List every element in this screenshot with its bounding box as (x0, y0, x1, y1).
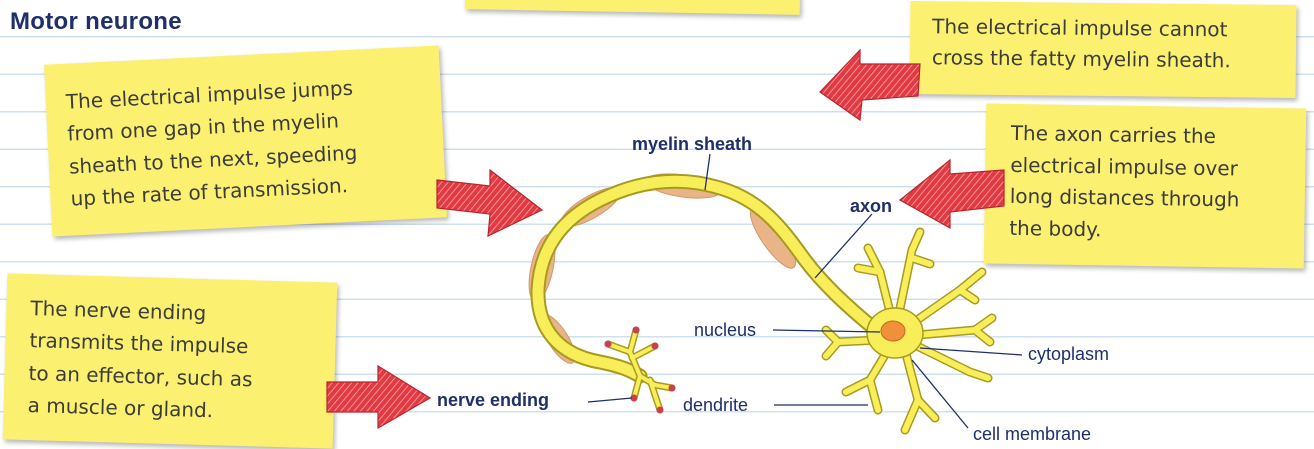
label-cell-membrane: cell membrane (973, 424, 1091, 445)
label-nerve-ending: nerve ending (437, 390, 549, 411)
arrow-to-nerve-ending (327, 366, 430, 428)
label-dendrite: dendrite (683, 395, 748, 416)
label-cytoplasm: cytoplasm (1028, 344, 1109, 365)
label-nucleus: nucleus (694, 320, 756, 341)
label-axon: axon (850, 196, 892, 217)
axon-fibre (538, 181, 876, 376)
arrow-to-myelin (820, 50, 920, 120)
nucleus-shape (881, 321, 905, 341)
arrow-to-myelin-gap (437, 170, 542, 236)
arrow-to-axon (900, 160, 1004, 228)
myelin-sheath-segments (524, 170, 802, 368)
label-myelin-sheath: myelin sheath (632, 134, 752, 155)
